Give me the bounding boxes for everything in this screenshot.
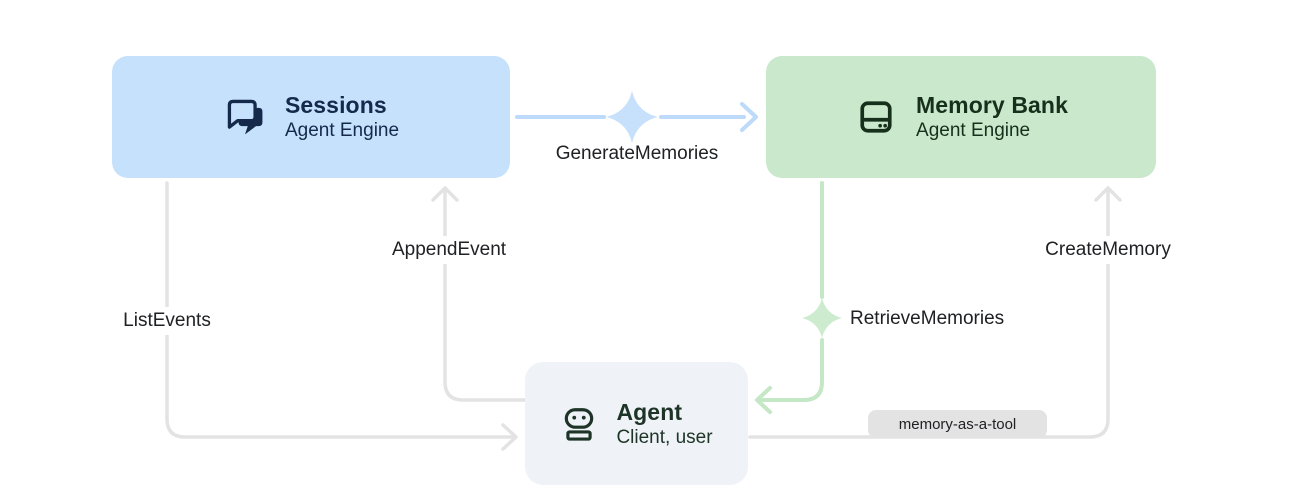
edge-label-retrieve-memories: RetrieveMemories	[850, 308, 1005, 329]
arrowhead-up-icon	[431, 186, 459, 202]
create-memory-arrow	[748, 186, 1122, 439]
sparkle-icon	[802, 298, 842, 338]
edge-label-append-event: AppendEvent	[384, 236, 514, 264]
memory-bank-subtitle: Agent Engine	[916, 120, 1031, 142]
list-events-arrow	[165, 181, 518, 451]
arrowhead-left-icon	[755, 386, 772, 414]
agent-subtitle: Client, user	[616, 426, 713, 448]
chat-bubbles-icon	[223, 95, 267, 139]
memory-storage-icon	[854, 95, 898, 139]
memory-as-a-tool-tag: memory-as-a-tool	[868, 410, 1047, 438]
sessions-node: Sessions Agent Engine	[112, 56, 510, 178]
generate-memories-arrow	[515, 91, 758, 143]
edge-label-generate-memories: GenerateMemories	[555, 143, 719, 164]
agent-title: Agent	[616, 398, 683, 425]
edge-label-list-events: ListEvents	[116, 307, 218, 335]
edge-label-create-memory: CreateMemory	[1038, 236, 1178, 264]
append-event-arrow	[431, 186, 527, 402]
memory-bank-node: Memory Bank Agent Engine	[766, 56, 1156, 178]
arrowhead-right-icon	[501, 423, 518, 451]
retrieve-memories-arrow	[755, 181, 842, 414]
robot-icon	[560, 405, 598, 443]
agent-node: Agent Client, user	[525, 362, 748, 485]
memory-bank-title: Memory Bank	[916, 92, 1068, 119]
sparkle-icon	[606, 91, 658, 143]
sessions-title: Sessions	[284, 92, 387, 119]
arrowhead-up-icon	[1094, 186, 1122, 202]
sessions-subtitle: Agent Engine	[284, 120, 400, 142]
arrowhead-right-icon	[740, 102, 758, 132]
